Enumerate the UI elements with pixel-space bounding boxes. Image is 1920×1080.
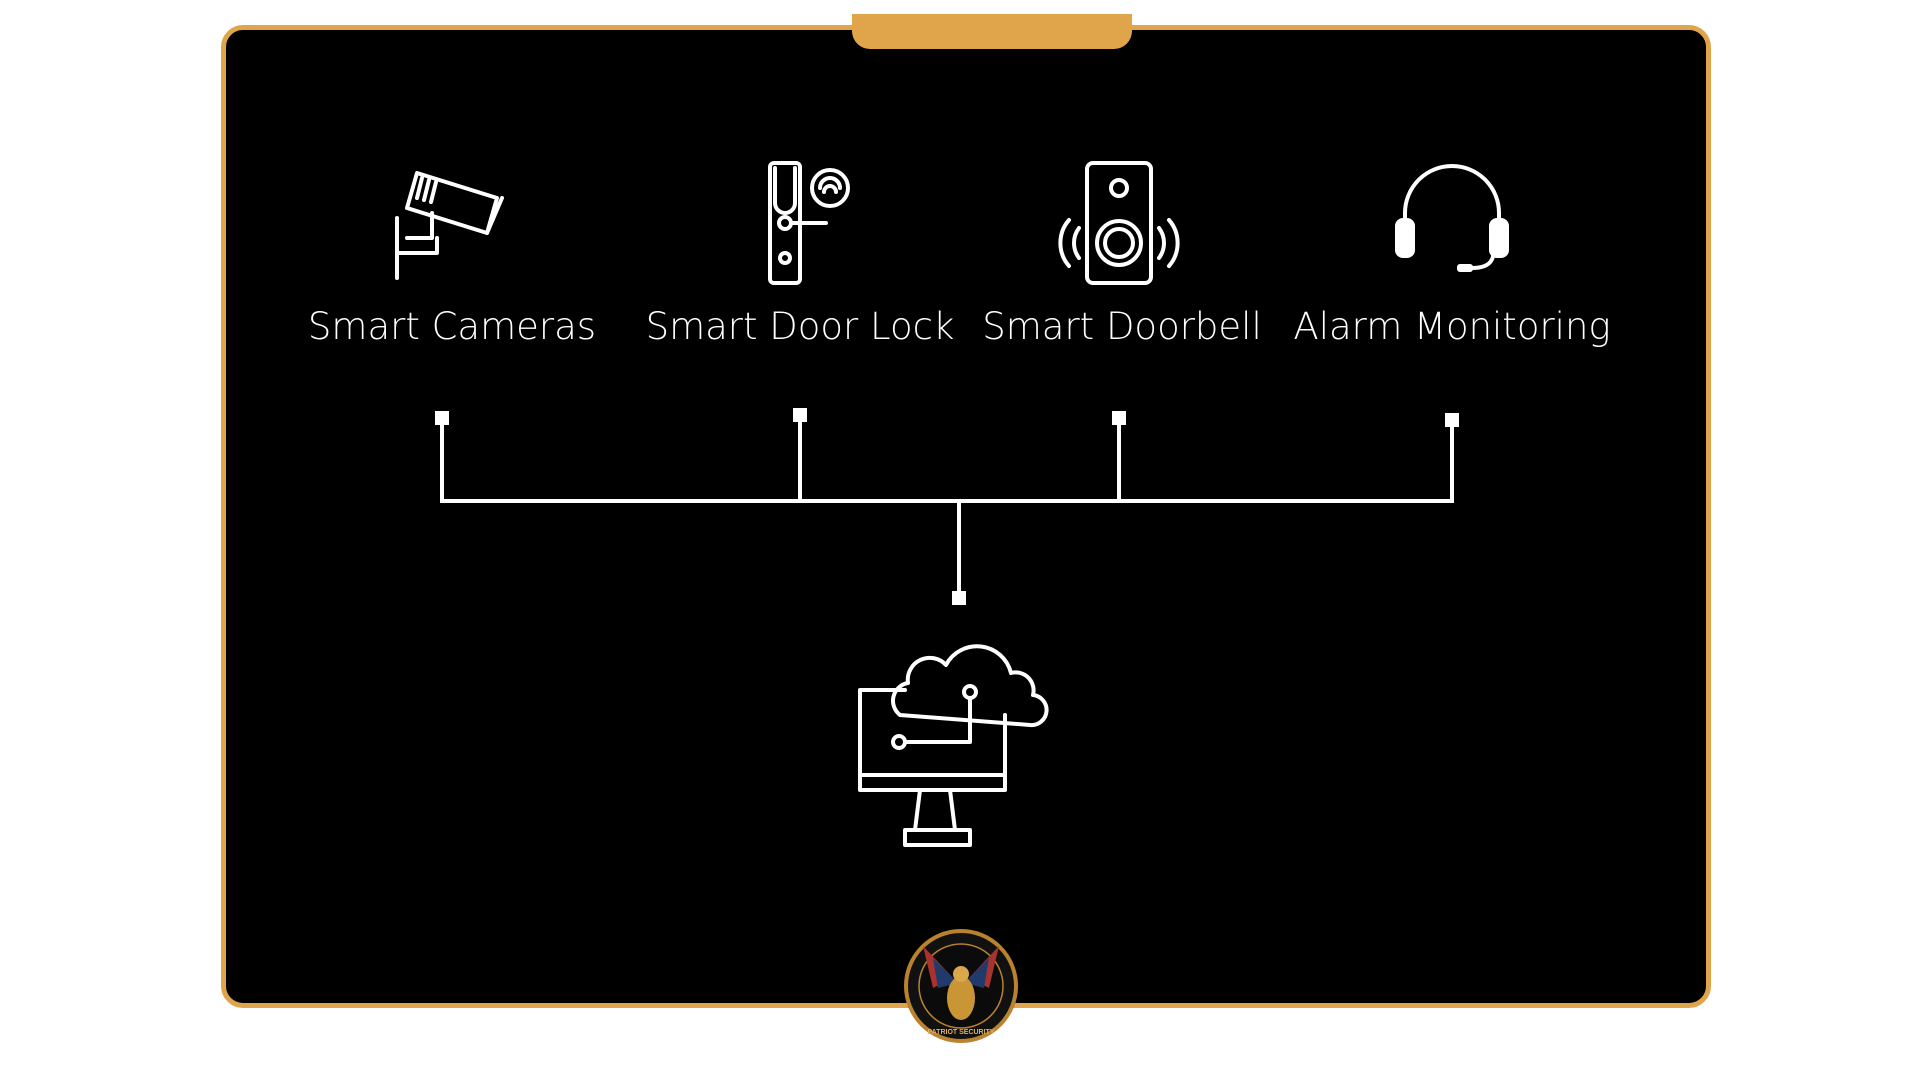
security-camera-icon	[395, 171, 504, 280]
doorbell-icon	[1058, 161, 1180, 285]
headset-icon	[1395, 164, 1509, 272]
smart-lock-icon	[768, 161, 850, 285]
connector-node	[793, 408, 807, 422]
device-label: Alarm Monitoring	[1293, 305, 1611, 348]
connector-node	[1445, 413, 1459, 427]
cloud-computer-icon	[858, 644, 1049, 847]
device-label: Smart Cameras	[307, 305, 597, 348]
device-label: Smart Doorbell	[982, 305, 1262, 348]
connector-node	[952, 591, 966, 605]
svg-text:PATRIOT SECURITY: PATRIOT SECURITY	[927, 1029, 994, 1036]
patriot-security-logo: PATRIOT SECURITY	[904, 929, 1018, 1043]
connector-node	[435, 411, 449, 425]
connector-node	[1112, 411, 1126, 425]
frame-tab	[852, 14, 1132, 49]
device-label: Smart Door Lock	[645, 305, 955, 348]
